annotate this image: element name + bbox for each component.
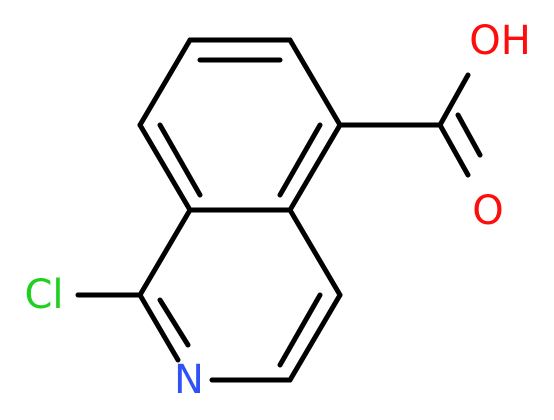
nitrogen-label: N (174, 357, 204, 403)
chlorine-label: Cl (24, 272, 63, 318)
bond-c5-c4a-inner (277, 122, 323, 198)
bond-c5-c4a (287, 122, 343, 213)
bond-c-o-double-b (455, 112, 483, 158)
bond-c-o-double-a (437, 122, 471, 178)
carbonyl-oxygen-label: O (472, 188, 503, 234)
bond-c3-c4-inner (277, 292, 323, 368)
bond-c4-c4a (287, 207, 343, 298)
bond-c1-n (137, 292, 181, 363)
bond-lines (75, 37, 483, 383)
bond-c8-c8a-inner (157, 122, 203, 198)
bond-c8a-c1 (137, 207, 193, 298)
bond-c-oh (437, 72, 471, 128)
hydroxyl-label: OH (469, 18, 531, 64)
bond-c7-c8 (137, 37, 193, 128)
bond-c5-c6 (287, 37, 343, 128)
atom-labels: OH O Cl N (24, 18, 530, 403)
bond-c1-n-inner (157, 297, 191, 348)
bond-c8-c8a (137, 122, 193, 213)
bond-c3-c4 (287, 292, 343, 383)
